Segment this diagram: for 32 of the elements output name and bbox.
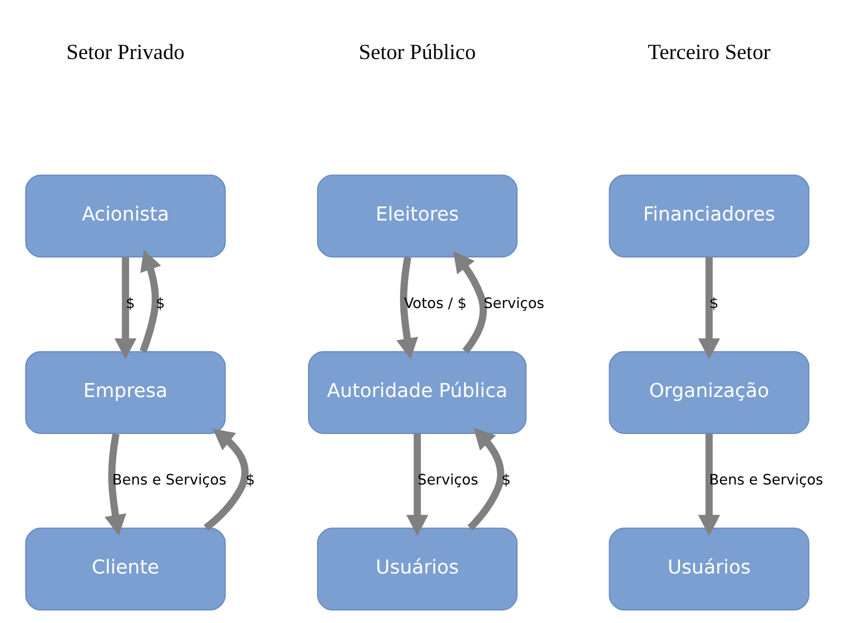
arrow [452, 250, 486, 354]
edge-label: Bens e Serviços [708, 472, 823, 489]
arrow [698, 434, 720, 536]
arrow [114, 257, 136, 360]
node-box: Autoridade Pública [308, 351, 526, 434]
label: Setor Público [358, 40, 476, 64]
node-box: Eleitores [316, 174, 518, 258]
arrow [698, 257, 720, 360]
edge-label: $ [155, 296, 164, 312]
node-box: Usuários [316, 528, 518, 611]
node-box: Organização [608, 351, 809, 434]
edge-label: $ [245, 472, 254, 489]
label: Terceiro Setor [647, 40, 770, 64]
node-box: Empresa [24, 351, 226, 434]
edge-label: Votos / $ [403, 296, 466, 312]
arrow [104, 433, 126, 536]
arrow [396, 256, 418, 360]
label: Setor Privado [66, 40, 184, 64]
edge-label: $ [125, 296, 134, 312]
arrow [406, 434, 428, 536]
node-box: Cliente [24, 528, 226, 611]
edge-label: Serviços [483, 296, 544, 312]
edge-label: $ [501, 472, 510, 489]
arrow [139, 250, 161, 353]
edge-label: $ [708, 296, 718, 312]
arrow [203, 428, 248, 531]
edge-label: Serviços [417, 472, 478, 489]
node-box: Financiadores [608, 174, 809, 258]
node-box: Usuários [608, 528, 809, 611]
arrow [467, 428, 504, 530]
node-box: Acionista [24, 174, 226, 258]
edge-label: Bens e Serviços [112, 472, 226, 489]
